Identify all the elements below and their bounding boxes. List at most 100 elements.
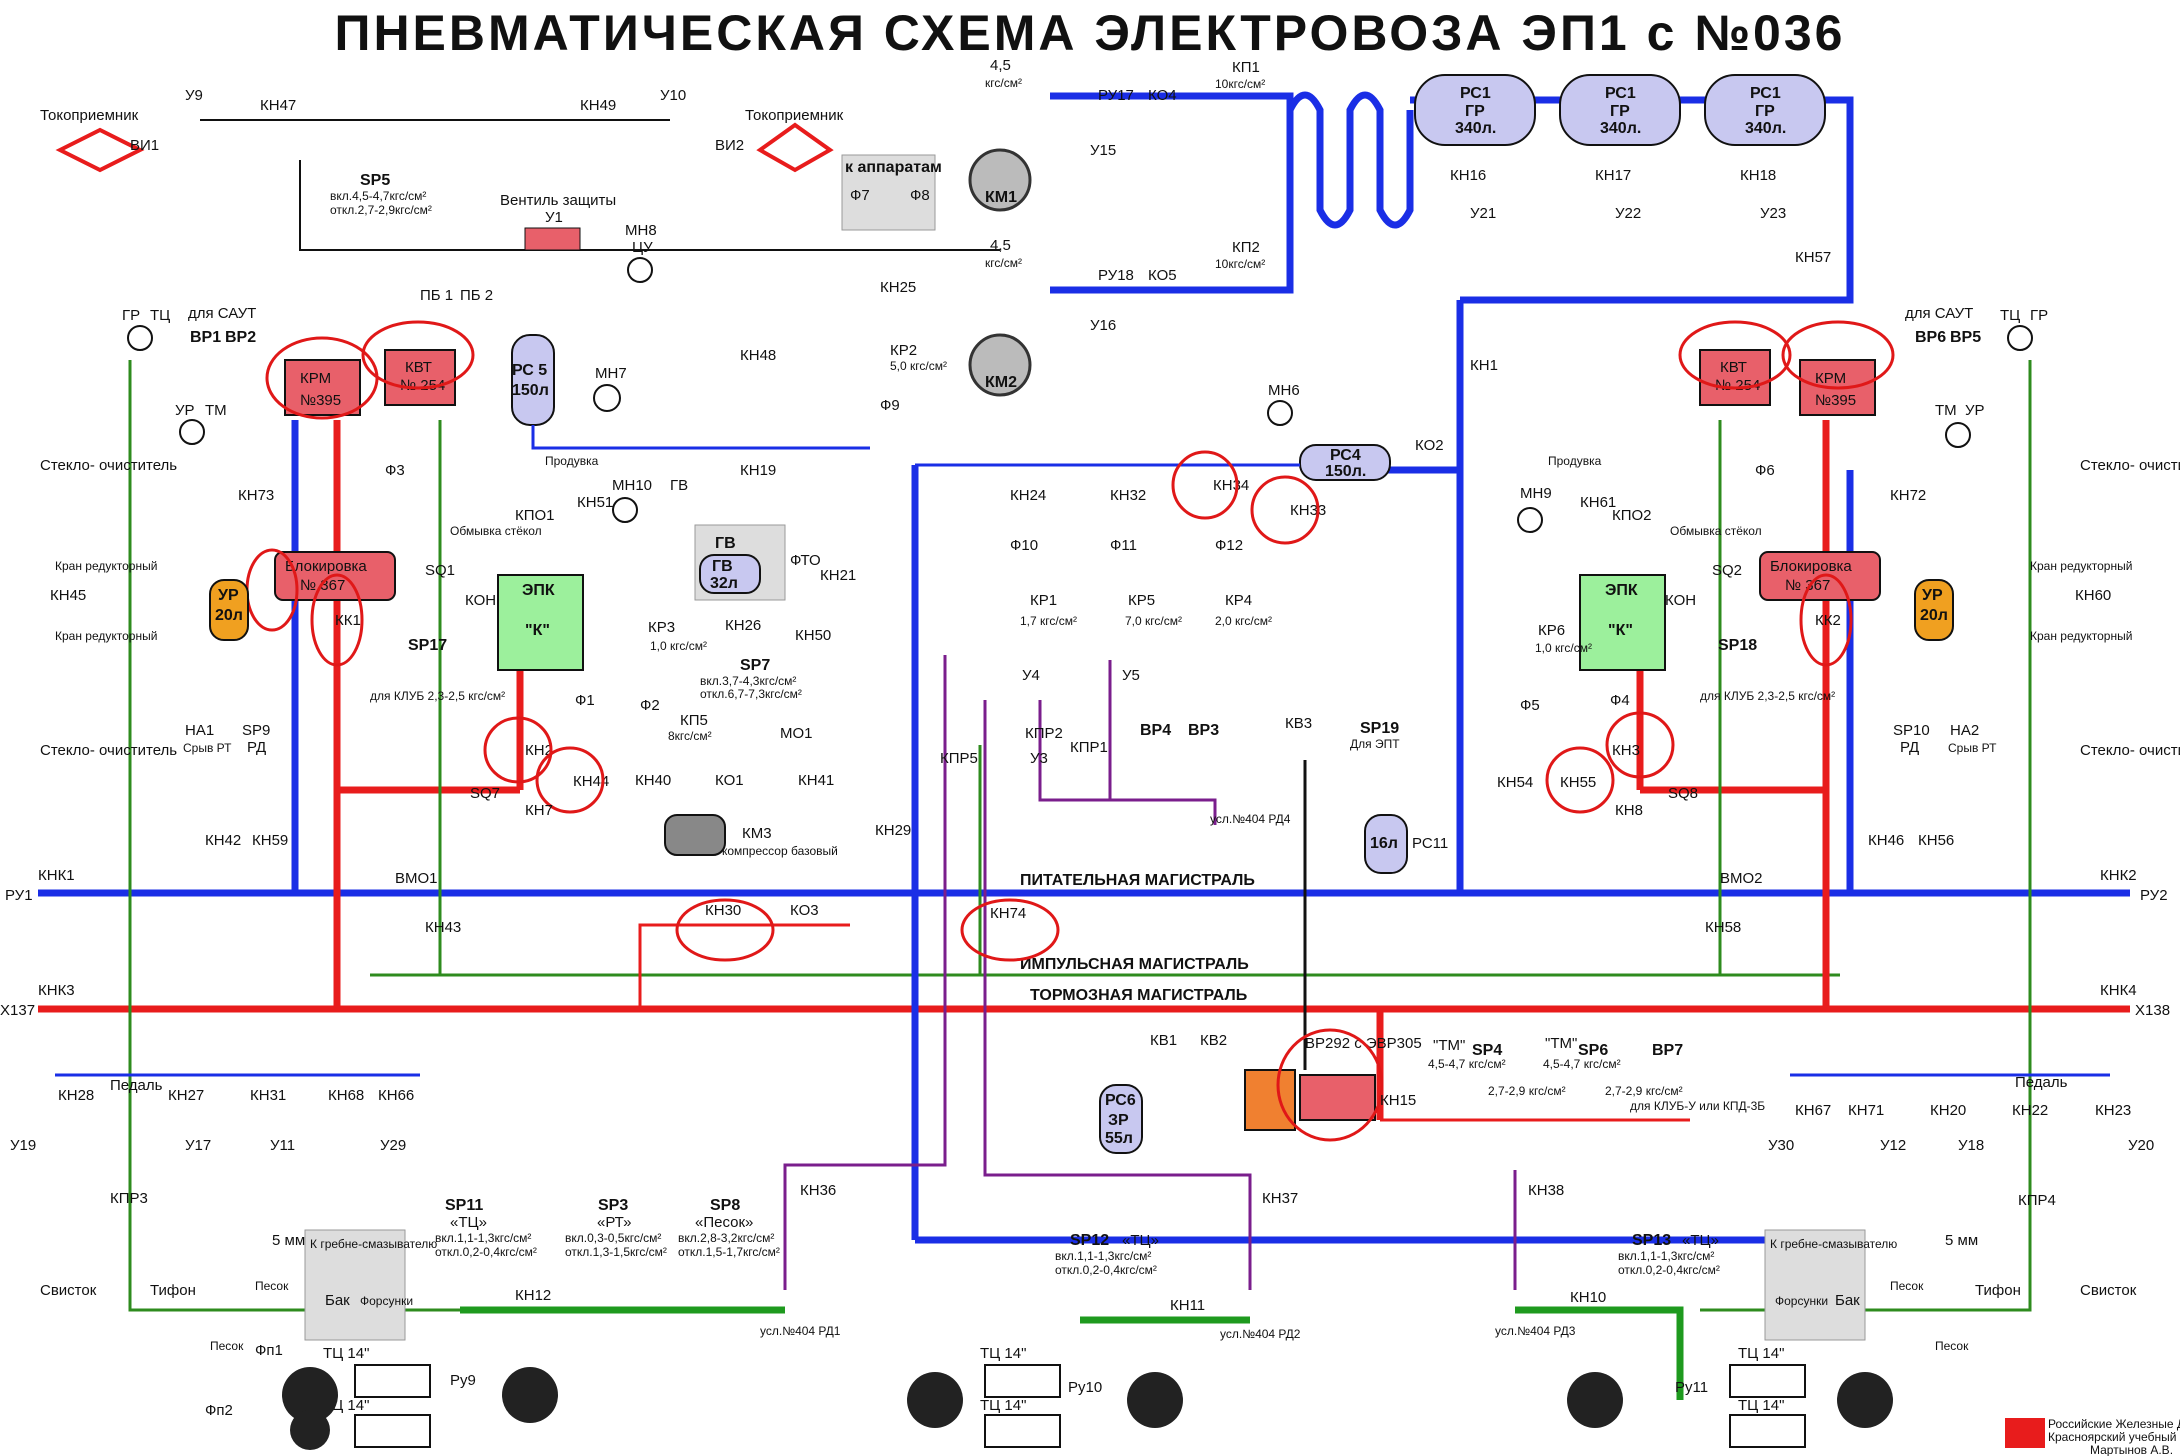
tm-label-right: ТМ [1935,402,1957,419]
vmo1-label: ВМО1 [395,870,438,887]
kvt-left[interactable]: КВТ № 254 [361,320,475,406]
mn6-label: МН6 [1268,382,1300,399]
f7-label: Ф7 [850,187,870,204]
kr1-label: КР1 [1030,592,1057,609]
prod-left: Продувка [545,454,599,468]
kn24-label: КН24 [1010,487,1046,504]
rs6-bottom: 55л [1105,1130,1133,1147]
tank-left: Бак [325,1292,350,1309]
kn33-label: КН33 [1290,502,1326,519]
kvt-right[interactable]: КВТ № 254 [1678,320,1792,406]
compressor-km1[interactable]: КМ1 4,5 кгс/см² РУ17 КО4 КП1 10кгс/см² У… [968,57,1265,212]
sp18-label: SP18 [1718,637,1757,654]
rd-left: РД [247,739,266,756]
krm-left[interactable]: КРМ №395 [265,336,379,420]
u11-label: У11 [270,1137,295,1154]
kn46-label: КН46 [1868,832,1904,849]
purple-lines [783,655,1517,1290]
pantograph-right-top: Токоприемник [745,107,844,173]
sand-right-1: Песок [1890,1279,1924,1293]
kn11-label: КН11 [1170,1297,1205,1314]
krm-right[interactable]: КРМ №395 [1781,320,1895,416]
compressor-km2[interactable]: КМ2 4,5 кгс/см² РУ18 КО5 КП2 10кгс/см² У… [968,237,1265,397]
gv-box-title: ГВ [715,535,736,552]
kn32-label: КН32 [1110,487,1146,504]
feed-line-label: ПИТАТЕЛЬНАЯ МАГИСТРАЛЬ [1020,872,1255,889]
gr1-mid: ГР [1465,103,1485,120]
rs5-pipe [531,425,870,450]
pb2-label: ПБ 2 [460,287,493,304]
sp12-on: вкл.1,1-1,3кгс/см² [1055,1249,1151,1263]
kpr4-label: КПР4 [2018,1192,2056,1209]
epk-left[interactable]: ЭПК "К" [497,574,584,671]
wiper-right-top: Стекло- очиститель [2080,457,2180,474]
kn50-label: КН50 [795,627,831,644]
gr-gauge-right [2007,325,2033,351]
footer-org2: Красноярский учебный центр [2048,1430,2180,1444]
epk-right-k: "К" [1608,622,1633,639]
sp4-on: 4,5-4,7 кгс/см² [1428,1057,1506,1071]
mn9-label: МН9 [1520,485,1552,502]
kr5-label: КР5 [1128,592,1155,609]
tc14-5: ТЦ 14" [1738,1345,1784,1362]
diagram-title: ПНЕВМАТИЧЕСКАЯ СХЕМА ЭЛЕКТРОВОЗА ЭП1 с №… [334,5,1846,61]
kn18-label: КН18 [1740,167,1776,184]
gr2-bottom: 340л. [1600,120,1641,137]
gr2-top: РС1 [1605,85,1636,102]
sp5-off: откл.2,7-2,9кгс/см² [330,203,432,217]
kn61-label: КН61 [1580,494,1616,511]
ko4-label: КО4 [1148,87,1177,104]
tc14-4: ТЦ 14" [980,1397,1026,1414]
kn17-label: КН17 [1595,167,1631,184]
epk-left-label: ЭПК [522,582,555,599]
protect-valve-label: Вентиль защиты [500,192,616,209]
km1-label: КМ1 [985,189,1017,206]
kr5-val: 7,0 кгс/см² [1125,614,1182,628]
epk-right[interactable]: ЭПК "К" [1579,574,1666,671]
gr-gauge-left [127,325,153,351]
u18-label: У18 [1958,1137,1984,1154]
kn30-label: КН30 [705,902,741,919]
brake-line-label: ТОРМОЗНАЯ МАГИСТРАЛЬ [1030,987,1247,1004]
kn40-label: КН40 [635,772,671,789]
sp13-tc: «ТЦ» [1682,1232,1719,1249]
kpo2-label: КПО2 [1612,507,1652,524]
bottom-right-group: КН67 КН71 КН20 КН22 Педаль КН23 У30 У12 … [1764,1073,2154,1353]
sp8-off: откл.1,5-1,7кгс/см² [678,1245,780,1259]
kn15-label: КН15 [1380,1092,1416,1109]
vi1-label: ВИ1 [130,137,159,154]
sp11-label: SP11 [445,1197,483,1214]
kn44-highlight [535,746,605,814]
sq7-label: SQ7 [470,785,500,802]
ur-tm-gauge-left [179,419,205,445]
u22-label: У22 [1615,205,1641,222]
kn56-label: КН56 [1918,832,1954,849]
sp3-rt: «РТ» [597,1214,632,1231]
ur-label-right: УР [1965,402,1985,419]
x137-label: Х137 [0,1002,35,1019]
gr1-bottom: 340л. [1455,120,1496,137]
black-thin-lines [299,160,1000,251]
mn10-label: МН10 [612,477,652,494]
kn44-label: КН44 [573,773,609,790]
mn8-label: МН8 [625,222,657,239]
epk-left-k: "К" [525,622,550,639]
sp5-label: SP5 [360,172,390,189]
u1-valve[interactable] [524,227,581,251]
km2-pressure: 4,5 [990,237,1011,254]
vr292-device[interactable]: ВР292 с ЭВР305 [1244,1028,1422,1142]
sand-left-2: Песок [210,1339,244,1353]
km3-compressor[interactable]: КМ3 компрессор базовый [664,814,838,858]
f5-label: Ф5 [1520,697,1540,714]
sp7-label: SP7 [740,657,770,674]
sp4-off: 2,7-2,9 кгс/см² [1488,1084,1566,1098]
kn2-highlight [483,716,553,784]
km2-unit: кгс/см² [985,256,1022,270]
u15-label: У15 [1090,142,1116,159]
u17-label: У17 [185,1137,211,1154]
kn34-highlight [1171,450,1239,520]
kn66-label: КН66 [378,1087,414,1104]
kn3-highlight [1605,711,1675,779]
